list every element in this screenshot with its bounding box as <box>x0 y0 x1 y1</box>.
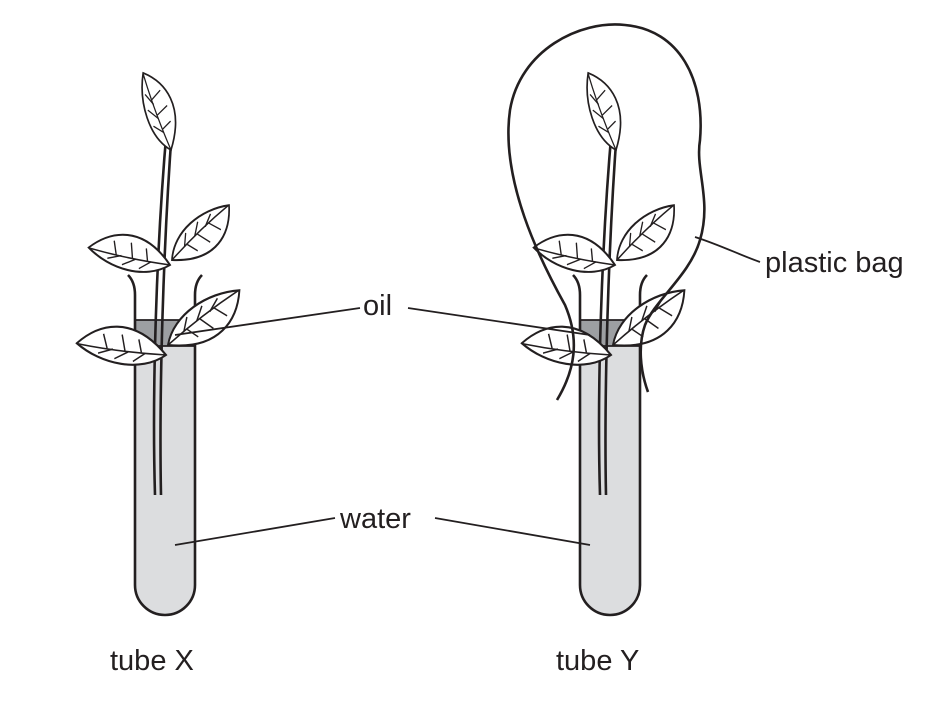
tube-y-label: tube Y <box>556 645 639 677</box>
bag-pointer-line <box>694 236 761 263</box>
tube-y <box>507 23 706 617</box>
oil-label: oil <box>363 290 392 322</box>
plastic-bag <box>507 23 706 401</box>
plastic-bag-label: plastic bag <box>765 247 904 279</box>
tube-x <box>75 70 251 617</box>
tube-x-label: tube X <box>110 645 194 677</box>
water-label: water <box>339 503 411 535</box>
water-pointer-lines <box>174 517 591 546</box>
oil-pointer-lines <box>174 307 591 336</box>
